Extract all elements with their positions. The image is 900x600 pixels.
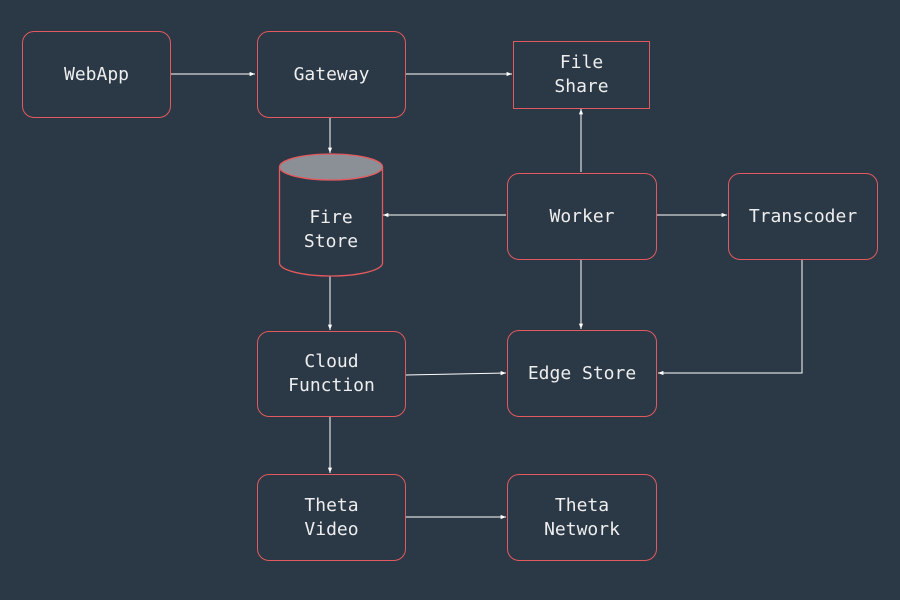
node-edge-store[interactable]: Edge Store [507, 330, 657, 417]
node-webapp[interactable]: WebApp [22, 31, 171, 118]
node-theta-video[interactable]: Theta Video [257, 474, 406, 561]
node-gateway[interactable]: Gateway [257, 31, 406, 118]
node-fire-store-label: Fire Store [303, 207, 359, 252]
node-fire-store[interactable]: Fire Store [278, 152, 384, 278]
node-worker[interactable]: Worker [507, 173, 657, 260]
node-transcoder[interactable]: Transcoder [728, 173, 878, 260]
edge-cloud-function-edge-store [405, 371, 507, 376]
node-theta-network[interactable]: Theta Network [507, 474, 657, 561]
edge-transcoder-edge-store [658, 260, 803, 376]
database-cylinder-icon [278, 153, 384, 277]
node-cloud-function[interactable]: Cloud Function [257, 331, 406, 417]
node-file-share[interactable]: File Share [513, 41, 650, 109]
